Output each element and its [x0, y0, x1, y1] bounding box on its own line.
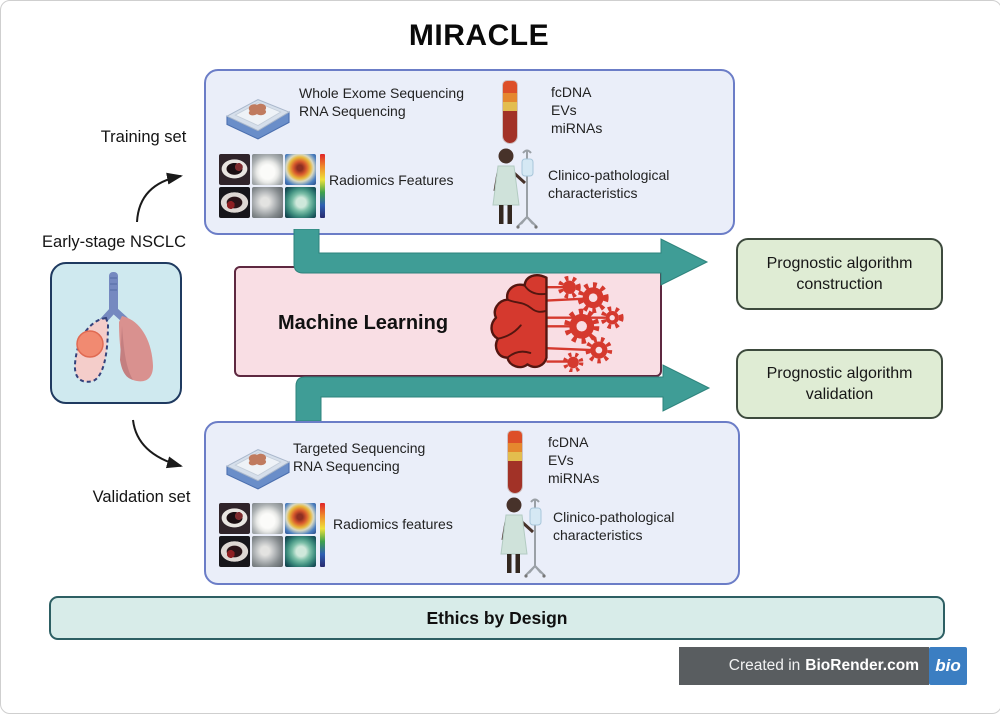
watermark-text: Created in BioRender.com: [679, 647, 929, 685]
radiomics-images-icon: [219, 503, 316, 567]
machine-learning-label: Machine Learning: [278, 312, 449, 334]
brain-gears-icon: [490, 274, 624, 372]
prognostic-validation-box: Prognostic algorithm validation: [736, 349, 943, 419]
page-title: MIRACLE: [408, 19, 550, 52]
ct-image-tile: [285, 154, 316, 185]
outcome-line: construction: [796, 276, 883, 293]
clinico-line: Clinico-pathological: [553, 509, 675, 525]
validation-sequencing-label: Targeted Sequencing RNA Sequencing: [293, 439, 425, 475]
validation-blood-analytes: fcDNA EVs miRNAs: [548, 433, 599, 487]
outcome-line: Prognostic algorithm: [766, 365, 913, 382]
ct-image-tile: [252, 536, 283, 567]
lungs-icon: [73, 272, 153, 383]
analyte-line: miRNAs: [551, 120, 603, 136]
curved-arrow-validation-icon: [132, 419, 183, 469]
clinico-line: Clinico-pathological: [548, 167, 670, 183]
sequencing-line: RNA Sequencing: [293, 458, 400, 474]
ethics-by-design-bar: Ethics by Design: [49, 596, 945, 640]
ct-image-tile: [252, 154, 283, 185]
sequencing-line: Whole Exome Sequencing: [299, 85, 464, 101]
clinico-line: characteristics: [553, 527, 643, 543]
biorender-watermark: Created in BioRender.com bio: [679, 647, 967, 685]
training-sequencing-label: Whole Exome Sequencing RNA Sequencing: [299, 84, 464, 120]
biorender-logo-icon: bio: [929, 647, 967, 685]
validation-clinico-label: Clinico-pathological characteristics: [553, 508, 674, 544]
patient-icon: [500, 497, 546, 578]
validation-data-panel: Targeted Sequencing RNA Sequencing fcDNA…: [204, 421, 740, 585]
blood-tube-icon: [503, 81, 517, 143]
training-blood-analytes: fcDNA EVs miRNAs: [551, 83, 602, 137]
patient-icon: [492, 148, 538, 229]
analyte-line: EVs: [551, 102, 577, 118]
tissue-cassette-icon: [225, 449, 291, 490]
colorbar-icon: [320, 503, 325, 567]
ct-image-tile: [285, 536, 316, 567]
watermark-brand: BioRender.com: [805, 657, 919, 674]
training-set-label: Training set: [100, 128, 187, 146]
analyte-line: fcDNA: [548, 434, 589, 450]
analyte-line: miRNAs: [548, 470, 600, 486]
ct-image-tile: [285, 503, 316, 534]
validation-set-label: Validation set: [92, 488, 191, 506]
training-data-panel: Whole Exome Sequencing RNA Sequencing fc…: [204, 69, 735, 235]
ct-image-tile: [219, 154, 250, 185]
early-stage-nsclc-label: Early-stage NSCLC: [42, 233, 186, 251]
analyte-line: fcDNA: [551, 84, 592, 100]
nsclc-lungs-box: [50, 262, 182, 404]
watermark-prefix: Created in: [728, 657, 801, 674]
ct-image-tile: [285, 187, 316, 218]
outcome-line: validation: [805, 386, 874, 403]
machine-learning-box: Machine Learning: [234, 266, 662, 377]
ct-image-tile: [252, 503, 283, 534]
sequencing-line: Targeted Sequencing: [293, 440, 426, 456]
ct-image-tile: [252, 187, 283, 218]
analyte-line: EVs: [548, 452, 574, 468]
outcome-line: Prognostic algorithm: [766, 255, 913, 272]
prognostic-construction-box: Prognostic algorithm construction: [736, 238, 943, 310]
tissue-cassette-icon: [225, 99, 291, 140]
flow-arrow-validation-icon: [295, 364, 711, 421]
ct-image-tile: [219, 536, 250, 567]
radiomics-images-icon: [219, 154, 316, 218]
validation-radiomics-label: Radiomics features: [333, 516, 453, 532]
training-radiomics-label: Radiomics Features: [329, 172, 454, 188]
colorbar-icon: [320, 154, 325, 218]
clinico-line: characteristics: [548, 185, 638, 201]
ct-image-tile: [219, 503, 250, 534]
sequencing-line: RNA Sequencing: [299, 103, 406, 119]
blood-tube-icon: [508, 431, 522, 493]
curved-arrow-training-icon: [136, 172, 183, 223]
ethics-label: Ethics by Design: [426, 607, 568, 628]
training-clinico-label: Clinico-pathological characteristics: [548, 166, 669, 202]
ct-image-tile: [219, 187, 250, 218]
flow-arrow-construction-icon: [293, 229, 709, 286]
